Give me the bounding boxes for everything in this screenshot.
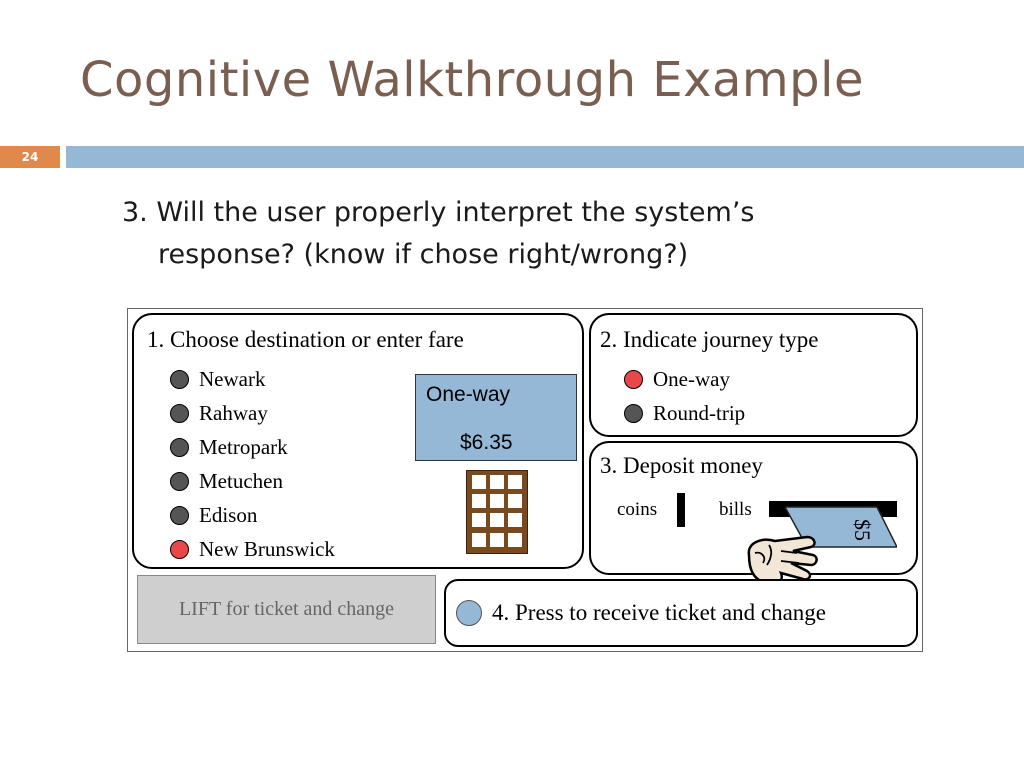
- bullet-question: 3. Will the user properly interpret the …: [122, 192, 942, 276]
- title-underline-bar: [66, 146, 1024, 168]
- deposit-money-title: 3. Deposit money: [600, 453, 763, 478]
- fare-amount: $6.35: [460, 431, 513, 454]
- destination-option-newark[interactable]: Newark: [170, 367, 265, 392]
- coins-label: coins: [617, 499, 658, 520]
- journey-type-box: 2. Indicate journey type One-way Round-t…: [589, 313, 918, 437]
- lift-ticket-tray[interactable]: LIFT for ticket and change: [137, 575, 436, 644]
- radio-dot-selected-icon: [170, 540, 189, 559]
- receive-ticket-button[interactable]: [456, 600, 482, 626]
- radio-dot-icon: [170, 370, 189, 389]
- five-dollar-bill-icon: [785, 506, 897, 548]
- slide-number: 24: [0, 146, 60, 168]
- option-label: New Brunswick: [199, 537, 335, 561]
- destination-title: 1. Choose destination or enter fare: [147, 327, 464, 352]
- option-label: Rahway: [199, 401, 268, 425]
- option-label: Metropark: [199, 435, 288, 459]
- radio-dot-icon: [170, 404, 189, 423]
- journey-option-round-trip[interactable]: Round-trip: [624, 401, 745, 426]
- destination-option-rahway[interactable]: Rahway: [170, 401, 268, 426]
- destination-box: 1. Choose destination or enter fare Newa…: [132, 313, 584, 569]
- bills-label: bills: [719, 499, 752, 520]
- destination-option-metuchen[interactable]: Metuchen: [170, 469, 283, 494]
- receive-ticket-box: 4. Press to receive ticket and change: [444, 579, 918, 647]
- keypad-icon[interactable]: [465, 469, 529, 555]
- option-label: One-way: [653, 367, 730, 391]
- destination-option-edison[interactable]: Edison: [170, 503, 257, 528]
- fare-journey-type: One-way: [426, 383, 511, 406]
- radio-dot-icon: [624, 404, 643, 423]
- ticket-machine-mockup: 1. Choose destination or enter fare Newa…: [127, 308, 923, 652]
- bullet-line-1: 3. Will the user properly interpret the …: [122, 197, 755, 228]
- receive-ticket-label: 4. Press to receive ticket and change: [492, 600, 827, 625]
- slide-title: Cognitive Walkthrough Example: [80, 52, 864, 108]
- bullet-line-2: response? (know if chose right/wrong?): [158, 239, 689, 270]
- option-label: Round-trip: [653, 401, 746, 425]
- option-label: Metuchen: [199, 469, 283, 493]
- fare-display: One-way $6.35: [415, 374, 577, 461]
- journey-type-title: 2. Indicate journey type: [600, 327, 819, 352]
- option-label: Edison: [199, 503, 258, 527]
- option-label: Newark: [199, 367, 266, 391]
- radio-dot-icon: [170, 472, 189, 491]
- destination-option-new-brunswick[interactable]: New Brunswick: [170, 537, 335, 562]
- deposit-money-box: 3. Deposit money coins bills $5: [589, 441, 918, 586]
- coin-slot[interactable]: [677, 493, 685, 527]
- radio-dot-icon: [170, 438, 189, 457]
- bill-value: $5: [850, 519, 875, 541]
- destination-option-metropark[interactable]: Metropark: [170, 435, 288, 460]
- radio-dot-selected-icon: [624, 370, 643, 389]
- radio-dot-icon: [170, 506, 189, 525]
- journey-option-one-way[interactable]: One-way: [624, 367, 730, 392]
